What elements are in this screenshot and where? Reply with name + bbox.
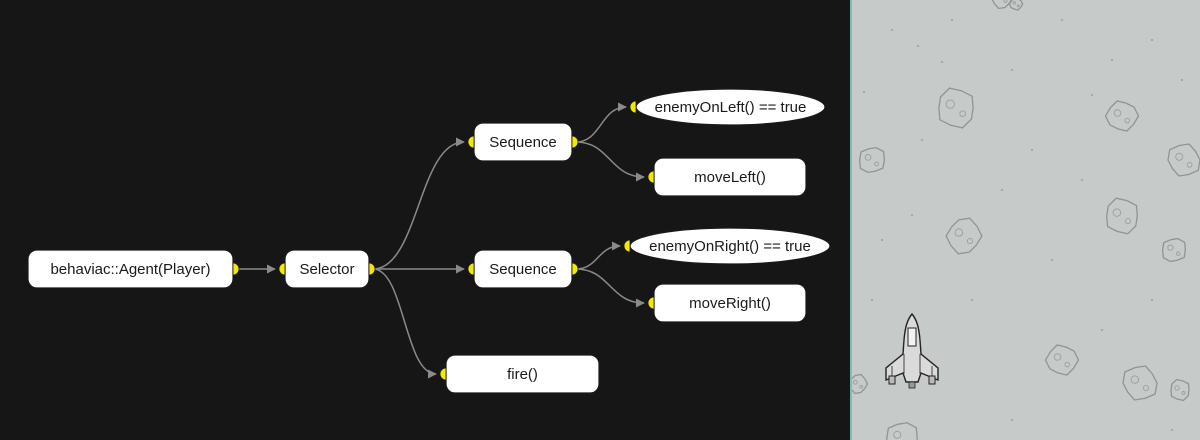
star-speck xyxy=(871,299,873,301)
asteroid-icon xyxy=(1008,0,1024,11)
star-speck xyxy=(1171,429,1173,431)
asteroid-icon xyxy=(858,146,886,174)
input-port-icon[interactable] xyxy=(467,262,475,276)
star-speck xyxy=(1051,259,1053,261)
node-seq2[interactable]: Sequence xyxy=(467,249,579,289)
asteroid-icon xyxy=(1161,237,1187,263)
game-view-panel xyxy=(852,0,1200,440)
node-move1-label: moveLeft() xyxy=(694,169,766,186)
behavior-tree-canvas: behaviac::Agent(Player)SelectorSequenceS… xyxy=(27,88,831,394)
star-speck xyxy=(891,29,893,31)
node-seq2-label: Sequence xyxy=(489,261,557,278)
star-speck xyxy=(1011,69,1013,71)
node-seq1-label: Sequence xyxy=(489,134,557,151)
star-speck xyxy=(863,91,865,93)
output-port-icon[interactable] xyxy=(368,262,376,276)
edge-seq1-to-move1 xyxy=(575,141,645,182)
star-speck xyxy=(1031,149,1033,151)
node-cond2-label: enemyOnRight() == true xyxy=(649,238,811,255)
edge-seq2-to-move2 xyxy=(575,268,645,308)
asteroid-icon xyxy=(938,87,974,129)
node-fire-label: fire() xyxy=(507,366,538,383)
panel-divider[interactable] xyxy=(850,0,852,440)
star-speck xyxy=(1011,419,1013,421)
node-move2-label: moveRight() xyxy=(689,295,771,312)
star-speck xyxy=(1181,79,1183,81)
star-speck xyxy=(941,61,943,63)
star-speck xyxy=(1151,299,1153,301)
input-port-icon[interactable] xyxy=(647,296,655,310)
star-speck xyxy=(951,19,953,21)
star-speck xyxy=(1151,39,1153,41)
star-speck xyxy=(881,239,883,241)
node-selector[interactable]: Selector xyxy=(278,249,376,289)
node-agent[interactable]: behaviac::Agent(Player) xyxy=(27,249,240,289)
input-port-icon[interactable] xyxy=(647,170,655,184)
asteroid-icon xyxy=(945,217,983,255)
asteroid-icon xyxy=(1044,344,1080,376)
star-speck xyxy=(921,139,923,141)
input-port-icon[interactable] xyxy=(467,135,475,149)
star-speck xyxy=(911,214,913,216)
asteroid-icon xyxy=(1104,100,1140,132)
asteroid-icon xyxy=(886,422,918,440)
star-speck xyxy=(1061,19,1063,21)
star-speck xyxy=(1091,94,1093,96)
asteroid-icon xyxy=(1106,197,1138,235)
edge-selector-to-seq1 xyxy=(372,137,465,270)
node-move1[interactable]: moveLeft() xyxy=(647,157,807,197)
edge-seq2-to-cond2 xyxy=(575,241,621,270)
node-agent-label: behaviac::Agent(Player) xyxy=(50,261,210,278)
edge-seq1-to-cond1 xyxy=(575,102,627,143)
node-cond1-label: enemyOnLeft() == true xyxy=(655,99,807,116)
asteroid-icon xyxy=(852,373,869,395)
output-port-icon[interactable] xyxy=(571,135,579,149)
player-spaceship-icon xyxy=(885,312,939,389)
star-speck xyxy=(971,299,973,301)
asteroid-icon xyxy=(1170,378,1190,402)
input-port-icon[interactable] xyxy=(278,262,286,276)
node-cond2[interactable]: enemyOnRight() == true xyxy=(623,227,831,265)
star-speck xyxy=(1101,329,1103,331)
output-port-icon[interactable] xyxy=(571,262,579,276)
asteroid-icon xyxy=(1167,143,1200,177)
output-port-icon[interactable] xyxy=(232,262,240,276)
star-speck xyxy=(1111,59,1113,61)
star-speck xyxy=(1001,189,1003,191)
node-selector-label: Selector xyxy=(299,261,354,278)
star-speck xyxy=(1081,179,1083,181)
node-move2[interactable]: moveRight() xyxy=(647,283,807,323)
input-port-icon[interactable] xyxy=(623,239,631,253)
edge-selector-to-fire xyxy=(372,268,437,379)
input-port-icon[interactable] xyxy=(629,100,637,114)
asteroid-icon xyxy=(1122,365,1158,401)
asteroid-icon xyxy=(991,0,1013,10)
node-cond1[interactable]: enemyOnLeft() == true xyxy=(629,88,826,126)
game-canvas xyxy=(852,0,1200,440)
input-port-icon[interactable] xyxy=(439,367,447,381)
node-seq1[interactable]: Sequence xyxy=(467,122,579,162)
node-fire[interactable]: fire() xyxy=(439,354,600,394)
star-speck xyxy=(917,45,919,47)
